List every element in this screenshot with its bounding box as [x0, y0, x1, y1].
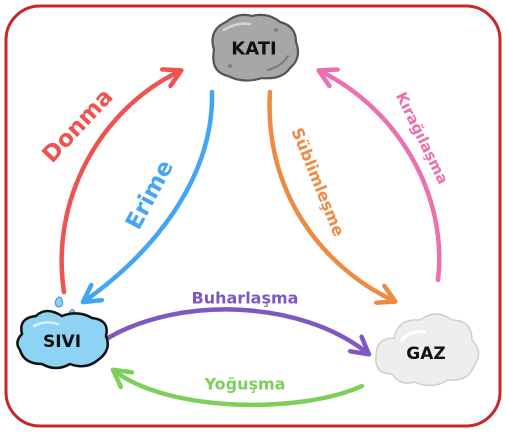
solid-label: KATI: [231, 39, 276, 60]
cloud-icon: [375, 313, 480, 387]
melting-arrow: [86, 89, 215, 300]
gas-node: GAZ: [375, 313, 480, 387]
solid-node: KATI: [211, 13, 300, 82]
vaporization-arrow: [105, 307, 366, 352]
deposition-arrow: [322, 72, 442, 283]
condensation-label: Yoğuşma: [204, 375, 286, 394]
vaporization-label: Buharlaşma: [192, 289, 299, 308]
gas-label: GAZ: [406, 344, 445, 364]
water-puddle-icon: [16, 309, 109, 370]
freezing-arrow: [59, 72, 178, 295]
condensation-arrow: [116, 372, 365, 408]
liquid-node: SIVI: [16, 296, 109, 370]
droplet-icon: [54, 296, 64, 308]
liquid-label: SIVI: [43, 332, 81, 352]
sublimation-arrow: [267, 89, 392, 300]
